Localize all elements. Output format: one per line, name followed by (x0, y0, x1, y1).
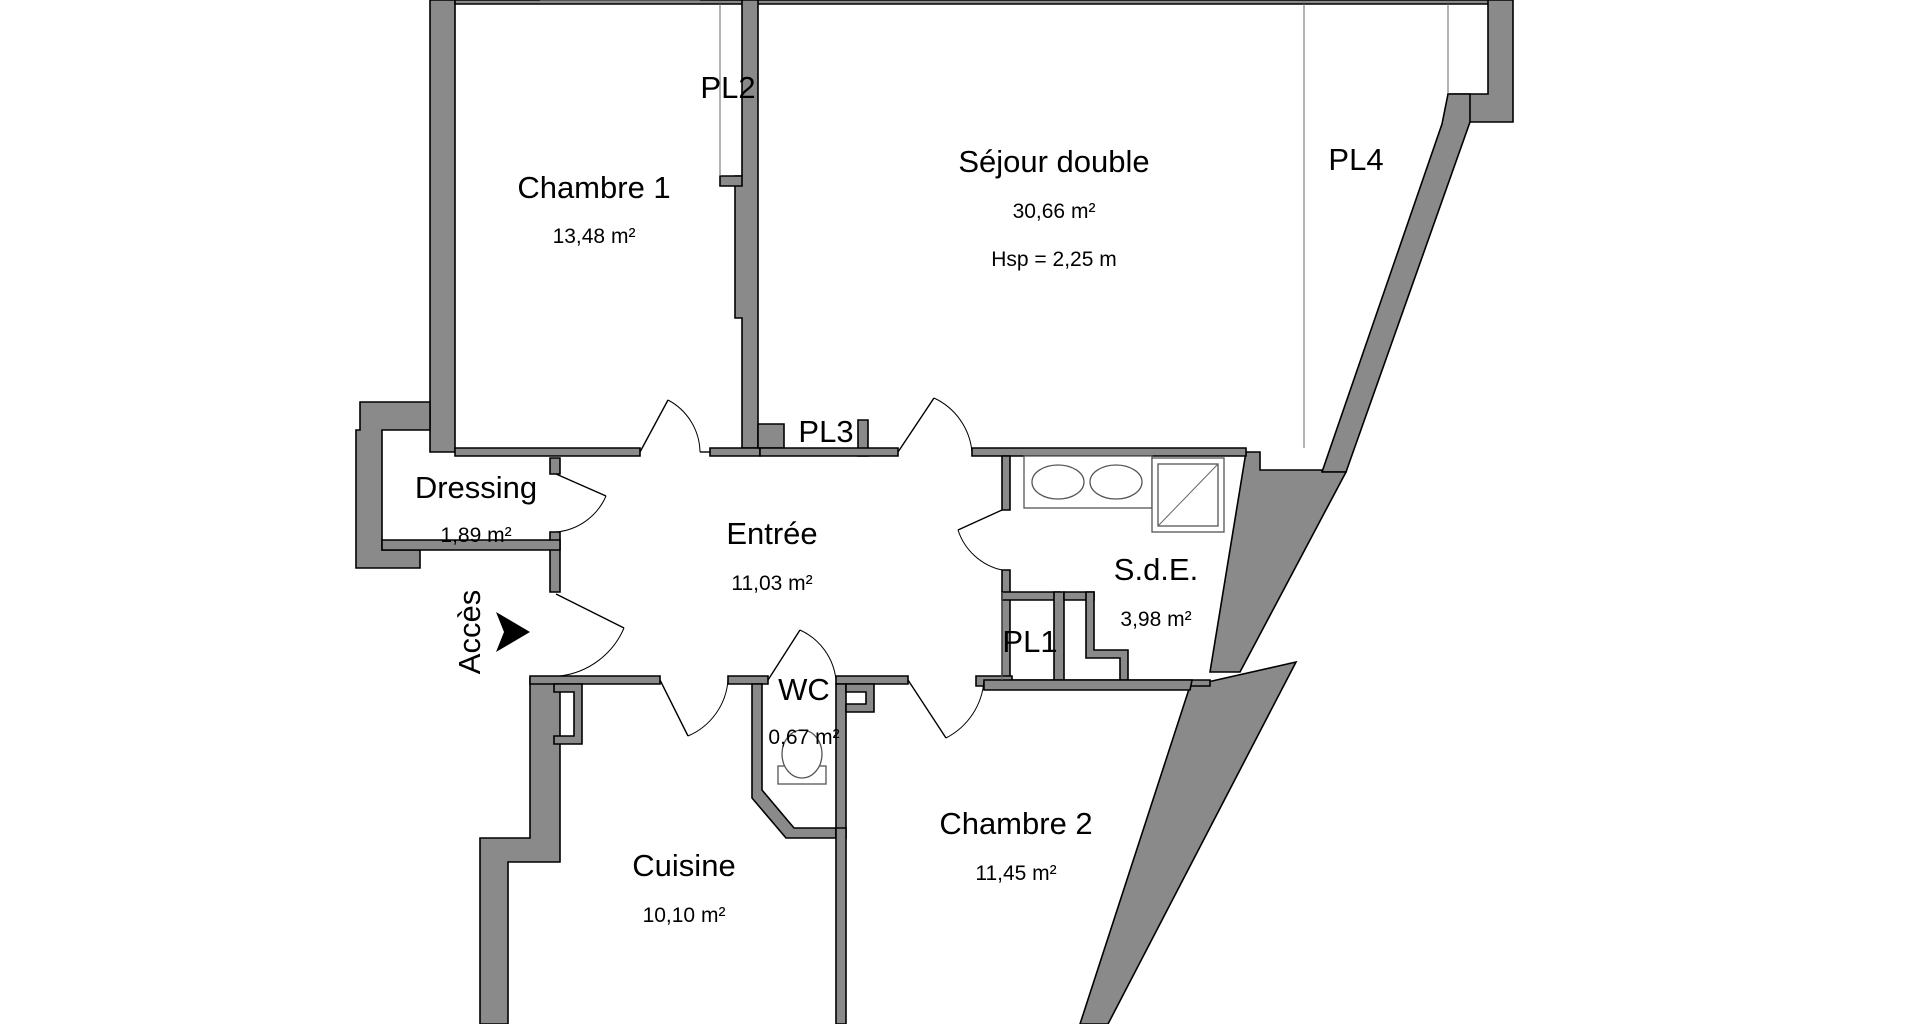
wall-chambre1-west (429, 0, 456, 453)
wall-sde-closet-step (1085, 591, 1129, 681)
closet-label-pl2: PL2 (700, 70, 755, 105)
wall-chambre1-entree (454, 447, 641, 457)
room-area-chambre1: 13,48 m² (553, 225, 636, 248)
fixtures (777, 455, 1225, 785)
room-name-cuisine: Cuisine (632, 848, 735, 883)
wall-pl2-side (719, 175, 743, 187)
room-name-wc: WC (778, 672, 830, 707)
access-label: Accès (452, 590, 487, 674)
toilet-icon (781, 729, 823, 779)
wall-chambre2-east (1079, 660, 1298, 1024)
room-area-wc: 0,67 m² (768, 726, 839, 749)
wall-cuisine-west (479, 677, 561, 1024)
wall-pl3 (757, 423, 785, 449)
wall-chambre2-north (983, 679, 1193, 691)
door-cuisine-arc (687, 679, 729, 737)
doors (555, 397, 1003, 739)
sink-left-icon (1031, 464, 1085, 500)
wall-wc-closet (845, 683, 875, 713)
closet-label-pl3: PL3 (798, 414, 853, 449)
room-area-chambre2: 11,45 m² (975, 862, 1056, 885)
room-area-sde: 3,98 m² (1120, 608, 1191, 631)
door-chambre1-left (639, 399, 669, 453)
door-dressing (555, 473, 607, 497)
door-wc (767, 629, 801, 681)
room-area-cuisine: 10,10 m² (643, 904, 726, 927)
door-sejour-arc (933, 397, 973, 453)
room-height-sejour: Hsp = 2,25 m (991, 248, 1116, 271)
wall-top-sejour (751, 0, 1491, 5)
room-name-dressing: Dressing (415, 470, 537, 505)
room-name-sejour: Séjour double (958, 144, 1149, 179)
room-area-entree: 11,03 m² (731, 572, 812, 595)
door-chambre1-left-arc (667, 399, 701, 453)
door-entry-arc (559, 627, 625, 677)
wall-entree-north-mid (709, 447, 761, 457)
wall-pl3-south (759, 447, 899, 457)
wall-cuisine-chambre2 (835, 827, 847, 1024)
door-entry (555, 593, 625, 629)
closet-label-pl1: PL1 (1002, 624, 1057, 659)
walls (355, 0, 1514, 1024)
wall-entree-south-wc (835, 675, 909, 685)
wall-sde-west (1001, 455, 1011, 511)
door-sde (957, 509, 1003, 531)
wall-entree-south-west (529, 675, 661, 685)
room-name-entree: Entrée (726, 516, 817, 551)
labels: Chambre 1 13,48 m² PL2 Séjour double 30,… (415, 70, 1384, 927)
room-name-chambre2: Chambre 2 (939, 806, 1092, 841)
wall-wc-east (835, 683, 847, 839)
wall-sde-east (1209, 451, 1348, 673)
wall-sejour-sde (971, 447, 1247, 457)
closet-lines (540, 0, 1449, 680)
room-area-dressing: 1,89 m² (440, 524, 511, 547)
closet-label-pl4: PL4 (1328, 142, 1383, 177)
door-dressing-arc (555, 495, 607, 533)
entry-arrow-icon (496, 612, 530, 652)
wall-chambre1-sejour (734, 0, 759, 449)
sink-right-icon (1089, 464, 1143, 500)
wall-cuisine-closet (553, 683, 583, 745)
room-name-chambre1: Chambre 1 (517, 170, 670, 205)
door-sde-arc (957, 529, 1003, 571)
wall-dressing-east (549, 457, 561, 475)
shower-diagonal (1157, 463, 1219, 527)
door-wc-arc (799, 629, 837, 681)
wall-pl1-north (1001, 591, 1061, 601)
wall-entree-south-mid (727, 675, 769, 685)
room-name-sde: S.d.E. (1114, 552, 1198, 587)
room-area-sejour: 30,66 m² (1013, 200, 1096, 223)
door-sejour (897, 397, 935, 453)
wall-dressing-south (381, 539, 561, 551)
wall-top-chambre1 (454, 0, 753, 5)
door-chambre2 (907, 679, 947, 739)
door-cuisine (659, 679, 689, 737)
door-chambre2-arc (945, 679, 985, 739)
